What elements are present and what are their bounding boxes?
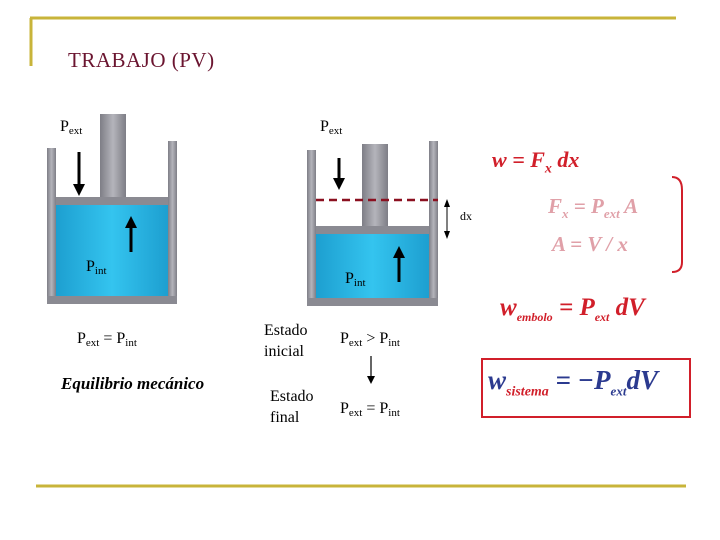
right-piston-head <box>316 226 429 234</box>
left-pint-arrow <box>125 216 137 228</box>
formula-brace <box>671 176 683 273</box>
dx-arrow-bottom <box>444 231 450 239</box>
right-piston-rod <box>362 144 388 226</box>
left-cylinder-wall-left <box>47 148 56 304</box>
right-cylinder-bottom <box>307 298 438 306</box>
left-liquid <box>56 205 168 296</box>
state-final-label: Estado final <box>270 388 314 426</box>
dx-arrow-top <box>444 199 450 207</box>
formula-work-system-box <box>481 358 691 418</box>
left-equilibrium-condition: Pext = Pint <box>77 330 137 349</box>
slide-title: TRABAJO (PV) <box>68 48 215 72</box>
left-cylinder-bottom <box>47 296 177 304</box>
formula-area: A = V / x <box>552 232 628 256</box>
left-piston-rod <box>100 114 126 197</box>
formula-work-force: w = Fx dx <box>492 147 580 177</box>
right-liquid <box>316 234 429 298</box>
right-pint-label: Pint <box>345 270 366 289</box>
right-cylinder-wall-right <box>429 141 438 306</box>
right-pext-arrow <box>333 178 345 190</box>
left-pext-label: Pext <box>60 118 83 137</box>
right-pext-label: Pext <box>320 118 343 137</box>
initial-pressure-condition: Pext > Pint <box>340 330 400 349</box>
formula-work-system: wsistema = −PextdV <box>488 365 658 400</box>
state-transition-arrow <box>367 376 375 384</box>
formula-force-pressure: Fx = Pext A <box>548 194 639 222</box>
state-initial-label: Estado inicial <box>264 322 308 360</box>
equilibrium-text: Equilibrio mecánico <box>61 374 205 393</box>
formula-work-piston: wembolo = Pext dV <box>500 294 645 324</box>
final-pressure-condition: Pext = Pint <box>340 400 400 419</box>
left-piston-head <box>56 197 168 205</box>
left-cylinder-wall-right <box>168 141 177 304</box>
dx-label: dx <box>460 209 472 223</box>
left-pext-arrow <box>73 184 85 196</box>
right-cylinder-wall-left <box>307 150 316 306</box>
right-pint-arrow <box>393 246 405 258</box>
left-pint-label: Pint <box>86 258 107 277</box>
